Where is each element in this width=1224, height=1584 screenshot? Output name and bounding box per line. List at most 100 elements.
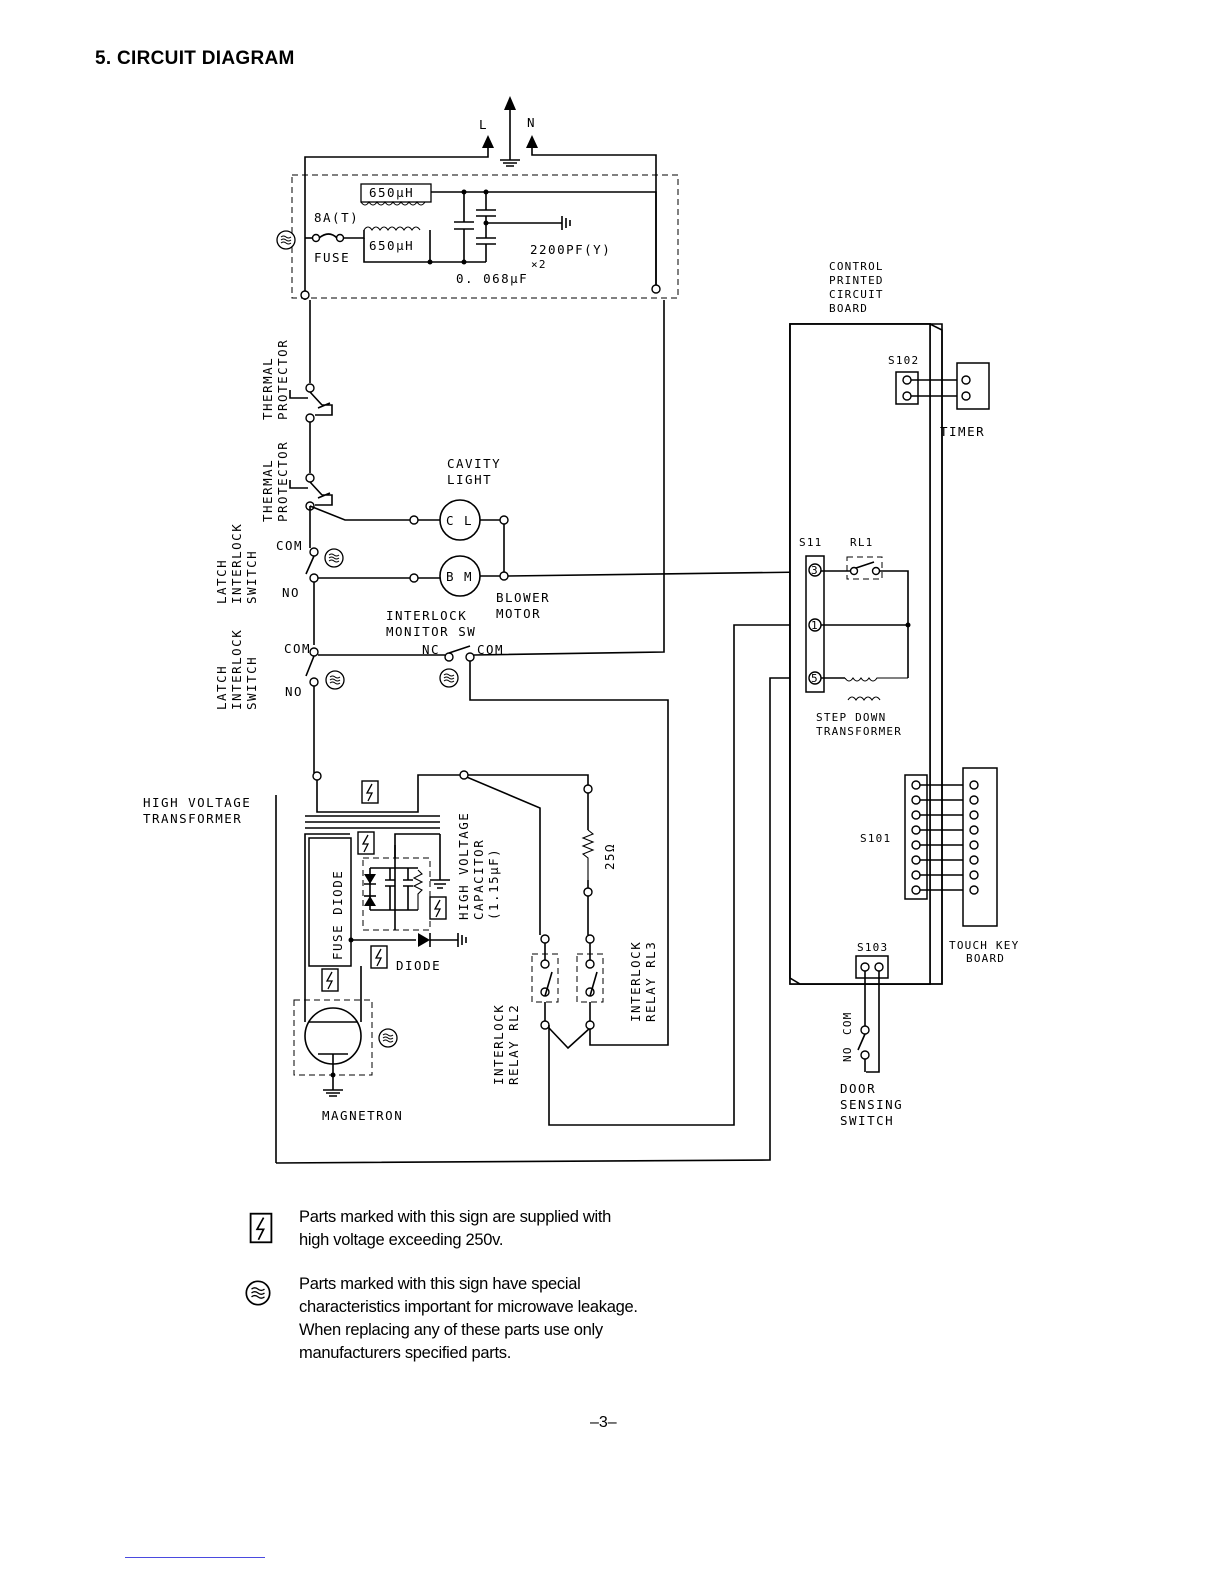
magnetron-label: MAGNETRON [322,1108,403,1123]
latch-bottom-no: NO [285,684,303,699]
touch-key-label-1: TOUCH KEY [949,939,1019,952]
door-no-label: NO [841,1046,854,1062]
door-label-2: SENSING [840,1097,903,1112]
blower-label: BLOWER [496,590,550,605]
fuse-rating-label: 8A(T) [314,210,359,225]
latch-switch-bottom [305,647,445,781]
capacitor-hv-icon [429,896,447,920]
s11-connector [805,555,825,693]
svg-text:THERMAL: THERMAL [260,459,275,522]
cavity-light [309,499,509,576]
door-label-1: DOOR [840,1081,876,1096]
step-down-label-2: TRANSFORMER [816,725,902,738]
door-com-label: COM [841,1012,854,1035]
svg-text:HIGH VOLTAGE: HIGH VOLTAGE [456,812,471,920]
board-label-1: CONTROL [829,260,884,273]
s11-pin-3: 3 [811,564,819,577]
page-number: –3– [590,1414,617,1431]
s103-connector [855,955,889,1073]
relay-rl2-label: INTERLOCK RELAY RL2 [491,1004,521,1085]
svg-text:PROTECTOR: PROTECTOR [275,339,290,420]
monitor-switch [444,300,669,1046]
latch-top-no: NO [282,585,300,600]
inductor-bottom-label: 650μH [369,238,414,253]
door-sensing-switch [857,1025,870,1072]
footer-rule [125,1557,265,1558]
svg-text:INTERLOCK: INTERLOCK [229,523,244,604]
diode-hv-icon [370,945,388,969]
svg-text:(1.15μF): (1.15μF) [486,848,501,920]
fuse-diode-label: FUSE DIODE [330,870,345,960]
svg-text:PROTECTOR: PROTECTOR [275,441,290,522]
step-down-label-1: STEP DOWN [816,711,886,724]
cavity-light-label-1: CAVITY [447,456,501,471]
s101-connector [904,774,972,900]
latch-switch-bottom-label: LATCH INTERLOCK SWITCH [214,629,259,710]
relay-rl3-label: INTERLOCK RELAY RL3 [628,941,658,1022]
door-label-3: SWITCH [840,1113,894,1128]
legend-microwave-leakage-icon [245,1280,271,1306]
inductor-top-label: 650μH [369,185,414,200]
interlock-monitor-label: INTERLOCK [386,608,467,623]
blower-motor [314,555,809,597]
hv-transformer-label-1: HIGH VOLTAGE [143,795,251,810]
timer [956,362,990,410]
svg-text:CAPACITOR: CAPACITOR [471,839,486,920]
touch-key-label-2: BOARD [966,952,1005,965]
s11-pin-5: 5 [811,672,819,685]
line-label: L [479,117,488,132]
step-down-transformer [821,677,908,701]
neutral-label: N [527,115,536,130]
timer-label: TIMER [940,424,985,439]
s101-label: S101 [860,832,891,845]
s102-label: S102 [888,354,919,367]
s102-connector [895,371,962,405]
monitor-sw-label: MONITOR SW [386,624,476,639]
noise-filter [291,174,679,300]
svg-text:LATCH: LATCH [214,665,229,710]
fuse-label: FUSE [314,250,350,265]
latch-switch-top [305,506,319,645]
s103-label: S103 [857,941,888,954]
diode-label: DIODE [396,958,441,973]
touch-key-board [962,767,998,927]
magnetron [293,966,373,1097]
cavity-light-label-2: LIGHT [447,472,492,487]
hv-transformer-label-2: TRANSFORMER [143,811,242,826]
relay-rl1 [821,556,911,678]
svg-text:RELAY RL2: RELAY RL2 [506,1004,521,1085]
svg-text:INTERLOCK: INTERLOCK [628,941,643,1022]
cap-y-label: 2200PF(Y) [530,242,611,257]
fuse-diode [308,837,416,967]
resistor-25-ohm [581,793,595,935]
magnetron-microwave-leakage-icon [378,1028,398,1048]
thermal-protector-bottom-label: THERMAL PROTECTOR [260,441,290,522]
transformer-hv-icon [361,780,379,804]
latch-top-microwave-leakage-icon [324,548,344,568]
page-title: 5. CIRCUIT DIAGRAM [95,48,295,69]
latch-bottom-microwave-leakage-icon [325,670,345,690]
cap-x-label: 0. 068μF [456,271,528,286]
fuse-microwave-leakage-icon [276,230,296,250]
interlock-relay-rl2 [531,624,808,1126]
board-label-3: CIRCUIT [829,288,884,301]
monitor-nc: NC [422,642,440,657]
blower-motor-code: B M [446,569,473,584]
latch-switch-top-label: LATCH INTERLOCK SWITCH [214,523,259,604]
monitor-com: COM [477,642,504,657]
thermal-protector-top-label: THERMAL PROTECTOR [260,339,290,420]
rl1-label: RL1 [850,536,873,549]
s11-pin-1: 1 [811,619,819,632]
svg-text:LATCH: LATCH [214,559,229,604]
svg-text:THERMAL: THERMAL [260,357,275,420]
return-wire [275,677,808,1164]
latch-top-com: COM [276,538,303,553]
s11-label: S11 [799,536,822,549]
hv-capacitor-block [362,834,467,947]
legend-high-voltage-icon [249,1212,273,1244]
board-label-4: BOARD [829,302,868,315]
svg-text:INTERLOCK: INTERLOCK [229,629,244,710]
resistor-label: 25Ω [602,843,617,870]
cap-y-qty-label: ×2 [531,258,547,271]
